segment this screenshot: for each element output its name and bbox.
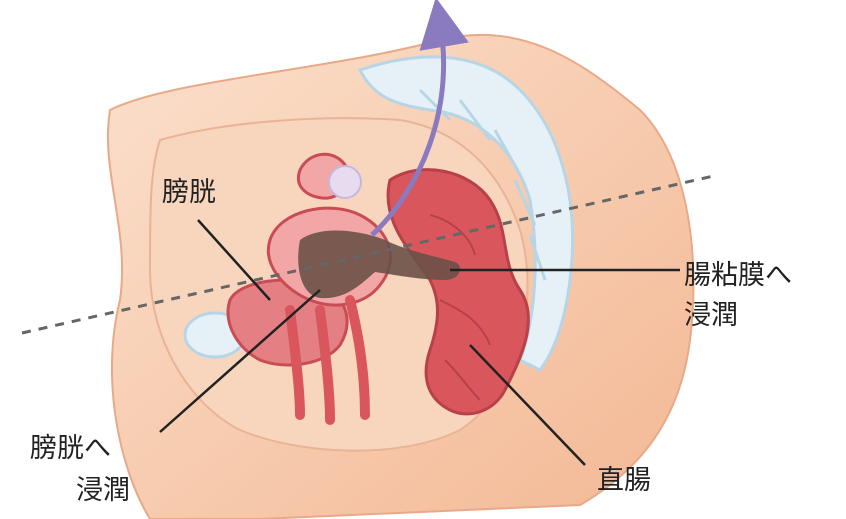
label-bladder-invasion-2: 浸潤 [76, 474, 130, 508]
label-mucosa-invasion-2: 浸潤 [684, 299, 738, 333]
label-mucosa-invasion-1: 腸粘膜へ [684, 259, 792, 293]
label-bladder: 膀胱 [162, 176, 216, 210]
label-rectum: 直腸 [597, 464, 651, 498]
label-bladder-invasion-1: 膀胱へ [30, 432, 111, 466]
ovary-follicle [329, 166, 361, 198]
